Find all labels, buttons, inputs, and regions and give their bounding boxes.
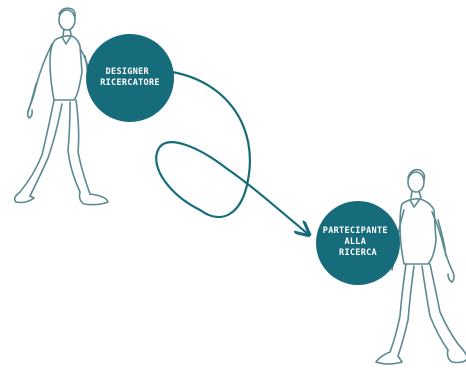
designer-label-line: RICERCATORE [100,78,160,88]
walking-man-figure-icon [15,8,108,204]
designer-label: DESIGNER RICERCATORE [100,67,160,88]
loop-arrow [156,72,308,234]
designer-label-line: DESIGNER [106,67,150,77]
participant-label-line: ALLA [344,237,366,247]
designer-node: DESIGNER RICERCATORE [86,34,174,122]
participant-label-line: PARTECIPANTE [323,226,388,236]
participant-node: PARTECIPANTE ALLA RICERCA [316,201,400,285]
participant-label-line: RICERCA [339,248,377,258]
